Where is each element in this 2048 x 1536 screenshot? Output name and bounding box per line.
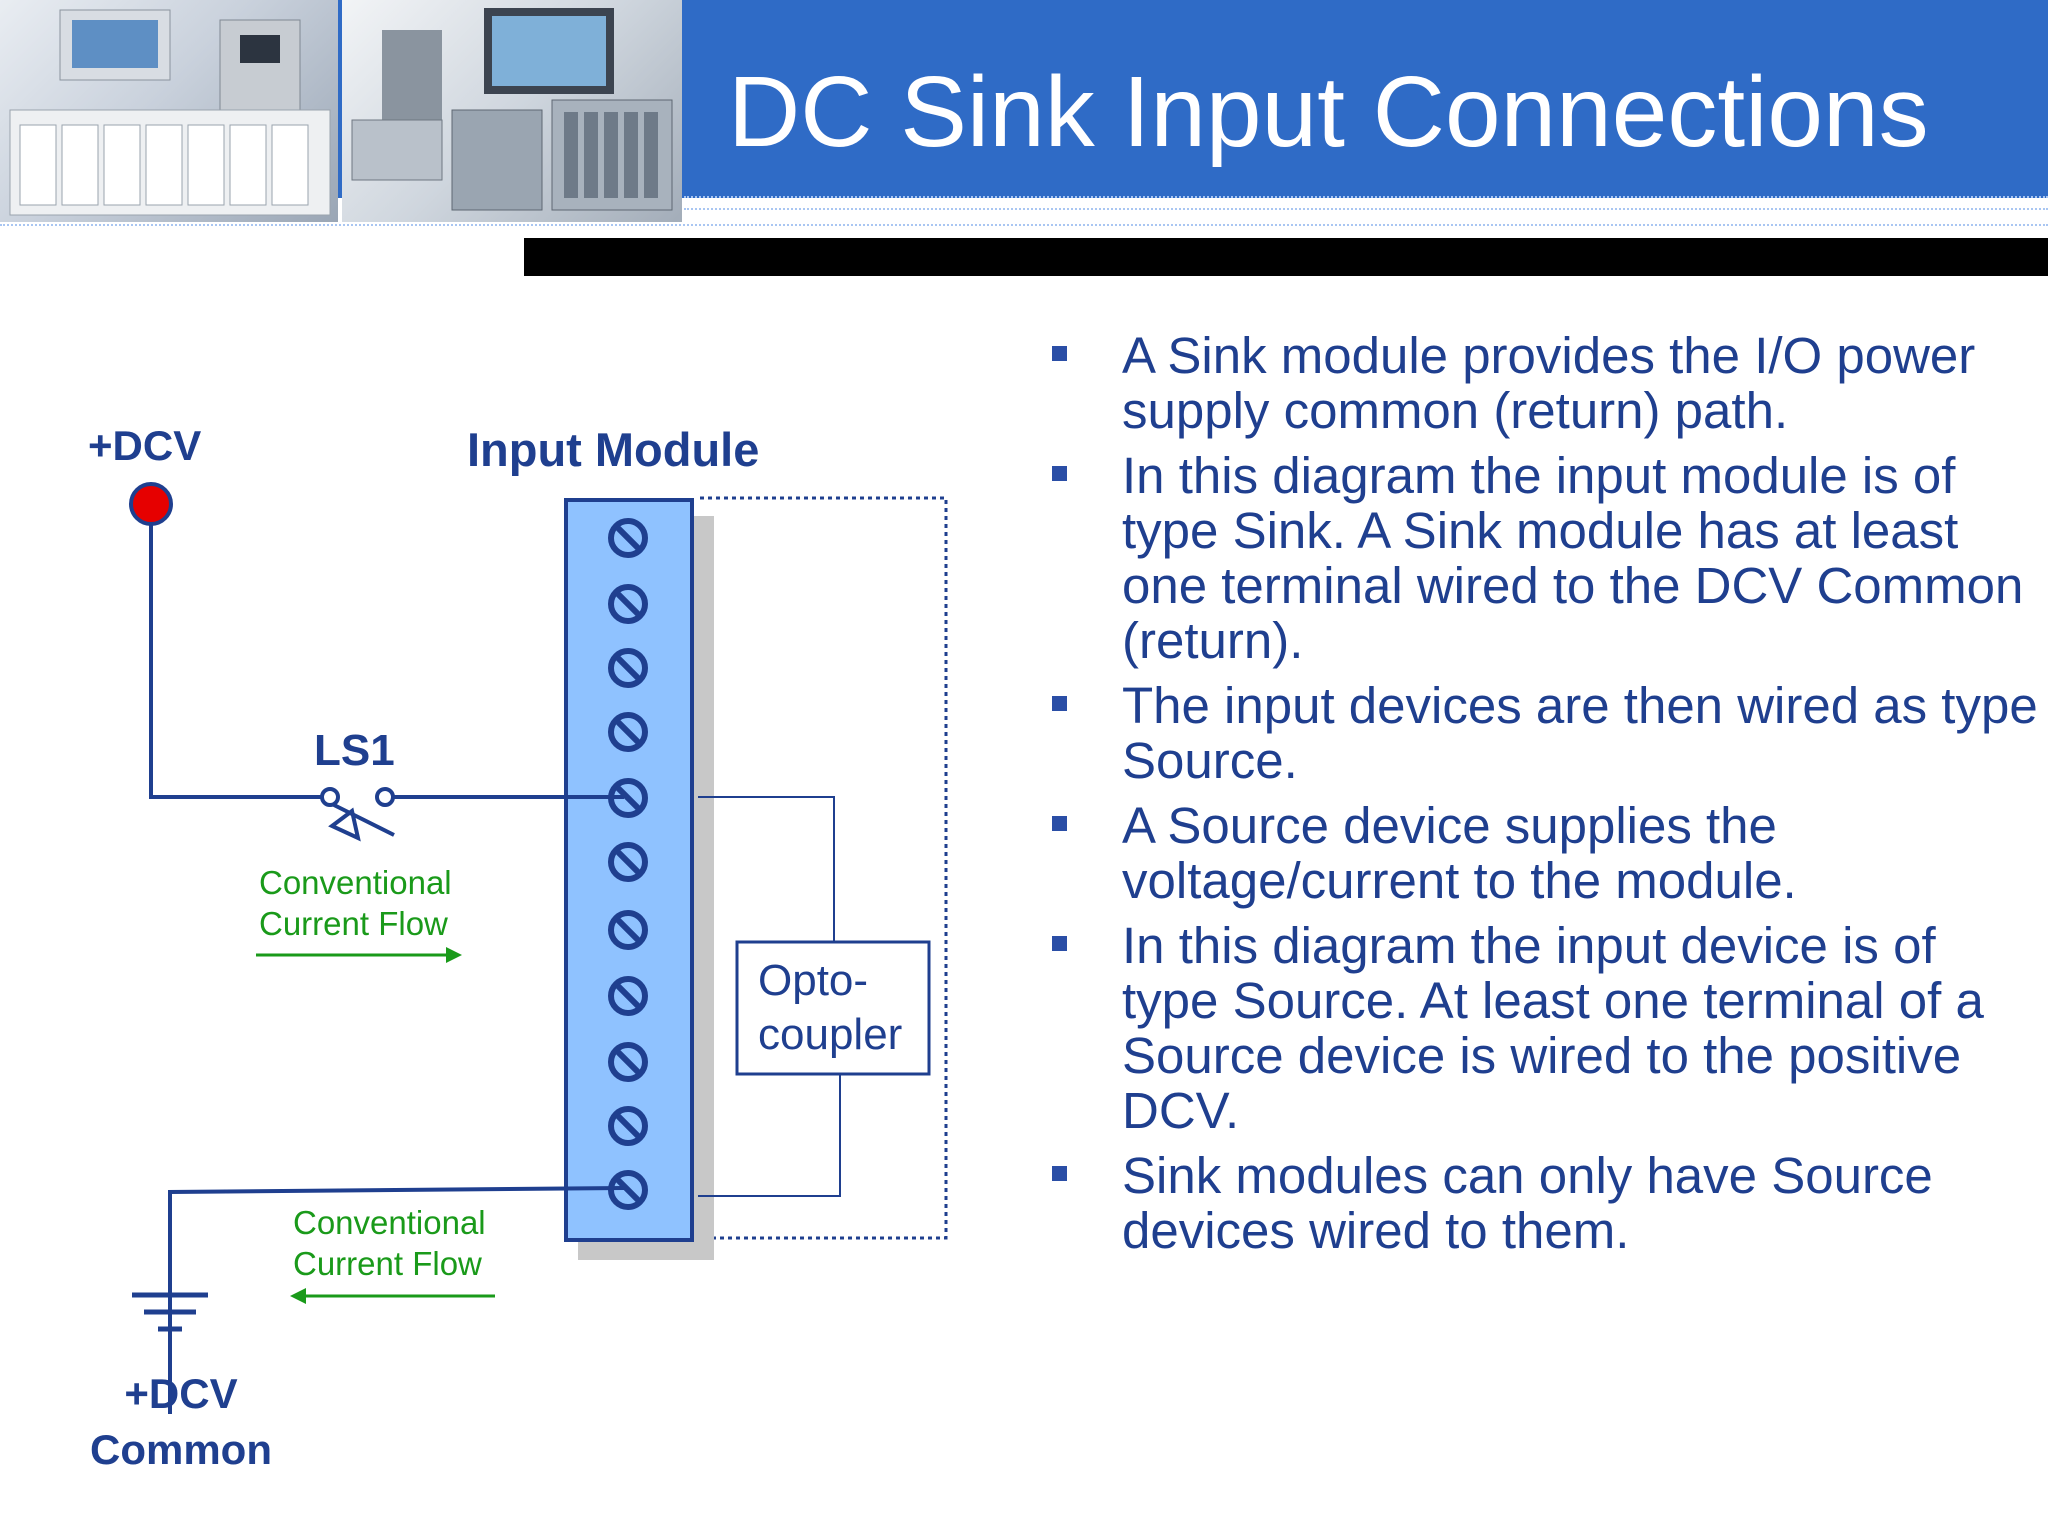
ground-icon — [132, 1278, 208, 1332]
bullet-item: A Source device supplies the voltage/cur… — [1040, 798, 2040, 908]
bullet-square-icon — [1052, 346, 1067, 361]
header-band — [0, 0, 2048, 198]
sink-wiring-diagram: +DCV Input Module LS1 Conventional Curre… — [0, 380, 1000, 1520]
optocoupler-label-line2: coupler — [758, 1010, 903, 1059]
screw-terminal-icon — [608, 976, 648, 1016]
opto-return-wire — [698, 1074, 841, 1197]
screw-terminal-icon — [608, 1106, 648, 1146]
supply-wire — [149, 504, 326, 799]
opto-input-wire — [698, 796, 835, 942]
bullet-text: In this diagram the input device is of t… — [1122, 917, 1984, 1139]
header-dotted-line — [684, 208, 2048, 210]
input-module-label: Input Module — [467, 423, 760, 476]
wiring-svg — [129, 482, 948, 1414]
header-black-bar — [524, 238, 2048, 276]
screw-terminal-icon — [608, 1170, 648, 1210]
bullet-square-icon — [1052, 1166, 1067, 1181]
bullet-item: In this diagram the input device is of t… — [1040, 918, 2040, 1138]
screw-terminal-icon — [608, 584, 648, 624]
bullet-square-icon — [1052, 466, 1067, 481]
supply-terminal-dot — [129, 482, 173, 526]
limit-switch-icon — [320, 787, 395, 842]
switch-label: LS1 — [314, 726, 395, 775]
common-wire — [168, 1186, 625, 1414]
common-label-line1: +DCV — [124, 1370, 238, 1417]
flow-label-top: Conventional Current Flow — [259, 862, 452, 944]
bullet-square-icon — [1052, 936, 1067, 951]
plc-photo-left — [0, 0, 338, 222]
screw-terminal-icon — [608, 778, 648, 818]
flow-arrow-left — [290, 1288, 495, 1304]
common-label: +DCV Common — [83, 1366, 279, 1478]
plc-hardware-image — [9, 9, 331, 216]
bullet-item: Sink modules can only have Source device… — [1040, 1148, 2040, 1258]
screw-terminal-icon — [608, 518, 648, 558]
bullet-text: The input devices are then wired as type… — [1122, 677, 2038, 789]
bullet-text: Sink modules can only have Source device… — [1122, 1147, 1933, 1259]
screw-terminal-icon — [608, 910, 648, 950]
common-label-line2: Common — [90, 1426, 272, 1473]
optocoupler-label-line1: Opto- — [758, 956, 869, 1005]
bullet-text: In this diagram the input module is of t… — [1122, 447, 2024, 669]
header-dotted-line — [684, 196, 2048, 198]
plc-photo-right — [342, 0, 682, 222]
screw-terminal-icon — [608, 842, 648, 882]
bullet-text: A Sink module provides the I/O power sup… — [1122, 327, 1976, 439]
optocoupler-box — [735, 940, 931, 1076]
screw-terminal-icon — [608, 1042, 648, 1082]
slide-title: DC Sink Input Connections — [728, 56, 1929, 168]
module-enclosure-outline — [700, 496, 948, 1240]
bullet-item: The input devices are then wired as type… — [1040, 678, 2040, 788]
bullet-list: A Sink module provides the I/O power sup… — [1040, 328, 2040, 1268]
bullet-square-icon — [1052, 696, 1067, 711]
optocoupler-label: Opto- coupler — [758, 954, 902, 1062]
flow-label-bottom-line1: Conventional — [293, 1204, 486, 1241]
bullet-text: A Source device supplies the voltage/cur… — [1122, 797, 1797, 909]
flow-label-bottom: Conventional Current Flow — [293, 1202, 486, 1284]
bullet-item: In this diagram the input module is of t… — [1040, 448, 2040, 668]
supply-label: +DCV — [88, 422, 202, 469]
flow-arrow-right — [256, 947, 462, 963]
header-dotted-line — [0, 224, 2048, 226]
screw-terminal-icon — [608, 712, 648, 752]
bullet-square-icon — [1052, 816, 1067, 831]
flow-label-top-line2: Current Flow — [259, 905, 448, 942]
bullet-item: A Sink module provides the I/O power sup… — [1040, 328, 2040, 438]
flow-label-bottom-line2: Current Flow — [293, 1245, 482, 1282]
flow-label-top-line1: Conventional — [259, 864, 452, 901]
plc-modules-image — [351, 8, 673, 211]
screw-terminal-icon — [608, 648, 648, 688]
slide-header: DC Sink Input Connections — [0, 0, 2048, 238]
